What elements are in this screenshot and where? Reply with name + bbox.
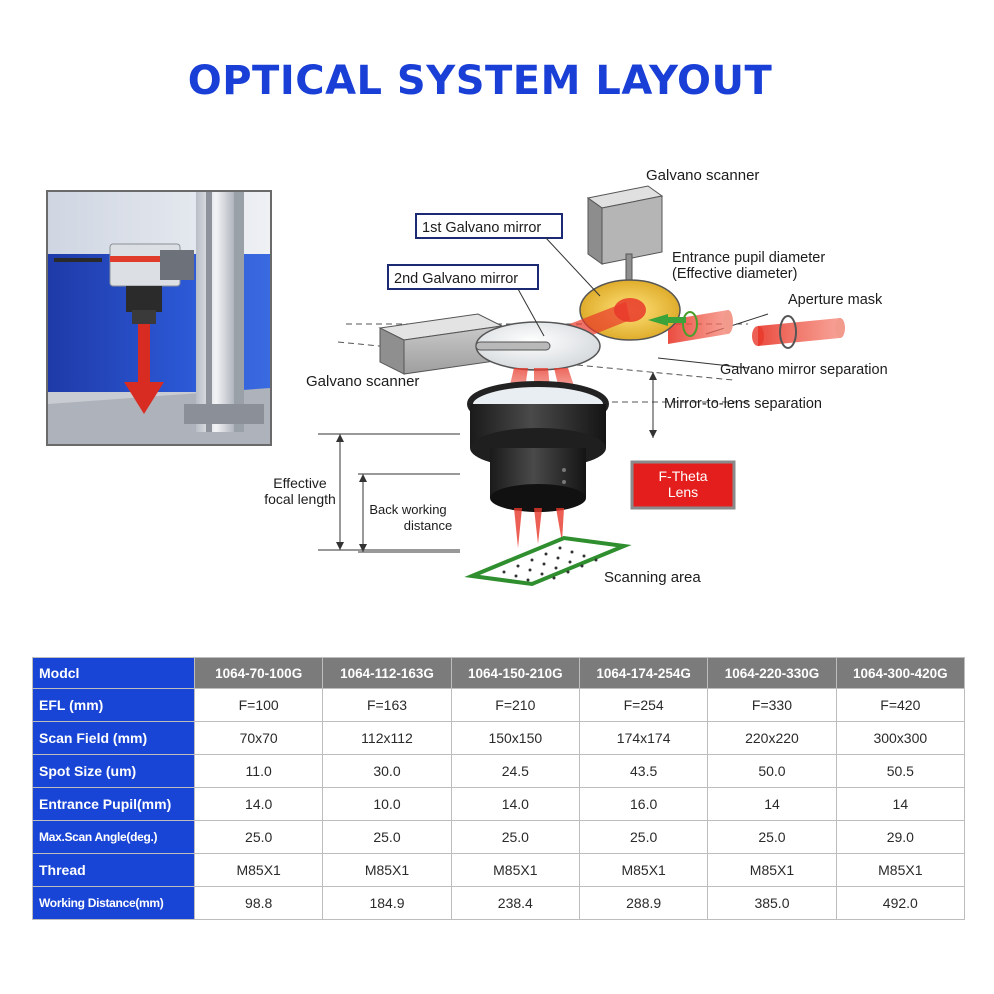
table-cell: 300x300 (835, 721, 966, 755)
table-cell: 10.0 (322, 787, 452, 821)
table-cell: 14 (707, 787, 837, 821)
optical-diagram: Galvano scanner 1st Galvano mirror 2nd G… (264, 167, 888, 587)
table-cell: M85X1 (450, 853, 580, 887)
label-ftheta: F-Theta (658, 468, 707, 484)
ftheta-label-box (630, 460, 736, 510)
table-cell: M85X1 (322, 853, 452, 887)
column-header: 1064-220-330G (707, 657, 837, 689)
table-row: Working Distance(mm) 98.8 184.9 238.4 28… (32, 886, 966, 920)
table-cell: 14.0 (450, 787, 580, 821)
label-lens: Lens (668, 484, 698, 500)
table-cell: 14 (835, 787, 966, 821)
laser-beam-input (668, 310, 845, 349)
row-header: EFL (mm) (32, 688, 195, 722)
column-header: 1064-150-210G (450, 657, 580, 689)
label-aperture-mask: Aperture mask (788, 292, 883, 308)
table-cell: 25.0 (193, 820, 324, 854)
table-cell: 50.0 (707, 754, 837, 788)
table-cell: 14.0 (193, 787, 324, 821)
table-cell: M85X1 (578, 853, 709, 887)
label-back-working: Back working (369, 502, 446, 517)
table-cell: 98.8 (193, 886, 324, 920)
table-cell: 288.9 (578, 886, 709, 920)
table-row: Spot Size (um) 11.0 30.0 24.5 43.5 50.0 … (32, 754, 966, 788)
scanning-area-grid (464, 535, 632, 587)
row-header: Entrance Pupil(mm) (32, 787, 195, 821)
row-header: Max.Scan Angle(deg.) (32, 820, 195, 854)
page-title: OPTICAL SYSTEM LAYOUT (187, 58, 773, 104)
laser-beams-to-target (514, 508, 564, 548)
table-row: Max.Scan Angle(deg.) 25.0 25.0 25.0 25.0… (32, 820, 966, 854)
galvano-scanner-left (378, 313, 504, 375)
ftheta-lens-body (467, 381, 609, 512)
table-cell: M85X1 (835, 853, 966, 887)
row-header: Working Distance(mm) (32, 886, 195, 920)
label-first-mirror: 1st Galvano mirror (422, 220, 541, 236)
table-cell: 30.0 (322, 754, 452, 788)
table-cell: F=210 (450, 688, 580, 722)
table-cell: 112x112 (322, 721, 452, 755)
machine-photo (46, 190, 272, 446)
table-cell: 150x150 (450, 721, 580, 755)
table-cell: 492.0 (835, 886, 966, 920)
table-cell: 16.0 (578, 787, 709, 821)
label-galvano-scanner-top: Galvano scanner (646, 167, 759, 184)
column-header: 1064-174-254G (578, 657, 709, 689)
spec-table: Modcl 1064-70-100G 1064-112-163G 1064-15… (32, 657, 966, 920)
column-header-model: Modcl (32, 657, 195, 689)
galvano-scanner-top (586, 185, 664, 281)
table-cell: 24.5 (450, 754, 580, 788)
table-cell: 184.9 (322, 886, 452, 920)
table-cell: 70x70 (193, 721, 324, 755)
table-row: Thread M85X1 M85X1 M85X1 M85X1 M85X1 M85… (32, 853, 966, 887)
label-focal-length: focal length (264, 491, 336, 507)
table-cell: M85X1 (193, 853, 324, 887)
table-header-row: Modcl 1064-70-100G 1064-112-163G 1064-15… (32, 657, 966, 689)
table-cell: 25.0 (322, 820, 452, 854)
label-effective-diameter: (Effective diameter) (672, 266, 797, 282)
table-row: Scan Field (mm) 70x70 112x112 150x150 17… (32, 721, 966, 755)
row-header: Thread (32, 853, 195, 887)
table-cell: F=420 (835, 688, 966, 722)
column-header: 1064-70-100G (193, 657, 324, 689)
table-row: EFL (mm) F=100 F=163 F=210 F=254 F=330 F… (32, 688, 966, 722)
table-cell: M85X1 (707, 853, 837, 887)
row-header: Scan Field (mm) (32, 721, 195, 755)
label-entrance-pupil: Entrance pupil diameter (672, 250, 825, 266)
table-cell: 25.0 (450, 820, 580, 854)
table-cell: 385.0 (707, 886, 837, 920)
table-cell: 50.5 (835, 754, 966, 788)
second-galvano-mirror (475, 321, 601, 371)
table-cell: 238.4 (450, 886, 580, 920)
table-cell: 29.0 (835, 820, 966, 854)
label-mirror-to-lens: Mirror-to-lens separation (664, 396, 822, 412)
label-second-mirror: 2nd Galvano mirror (394, 271, 518, 287)
first-mirror-label-box (415, 213, 563, 239)
table-cell: 174x174 (578, 721, 709, 755)
table-cell: 11.0 (193, 754, 324, 788)
column-header: 1064-112-163G (322, 657, 452, 689)
machine-illustration (48, 192, 270, 444)
table-row: Entrance Pupil(mm) 14.0 10.0 14.0 16.0 1… (32, 787, 966, 821)
table-cell: F=163 (322, 688, 452, 722)
table-cell: 220x220 (707, 721, 837, 755)
table-cell: F=100 (193, 688, 324, 722)
table-cell: F=330 (707, 688, 837, 722)
label-galvano-scanner-left: Galvano scanner (306, 373, 419, 390)
second-mirror-label-box (387, 264, 539, 290)
label-effective: Effective (273, 475, 327, 491)
table-cell: 25.0 (707, 820, 837, 854)
table-cell: F=254 (578, 688, 709, 722)
table-cell: 43.5 (578, 754, 709, 788)
column-header: 1064-300-420G (835, 657, 966, 689)
row-header: Spot Size (um) (32, 754, 195, 788)
table-cell: 25.0 (578, 820, 709, 854)
label-distance: distance (404, 518, 452, 533)
label-scanning-area: Scanning area (604, 569, 701, 586)
label-mirror-separation: Galvano mirror separation (720, 362, 888, 378)
